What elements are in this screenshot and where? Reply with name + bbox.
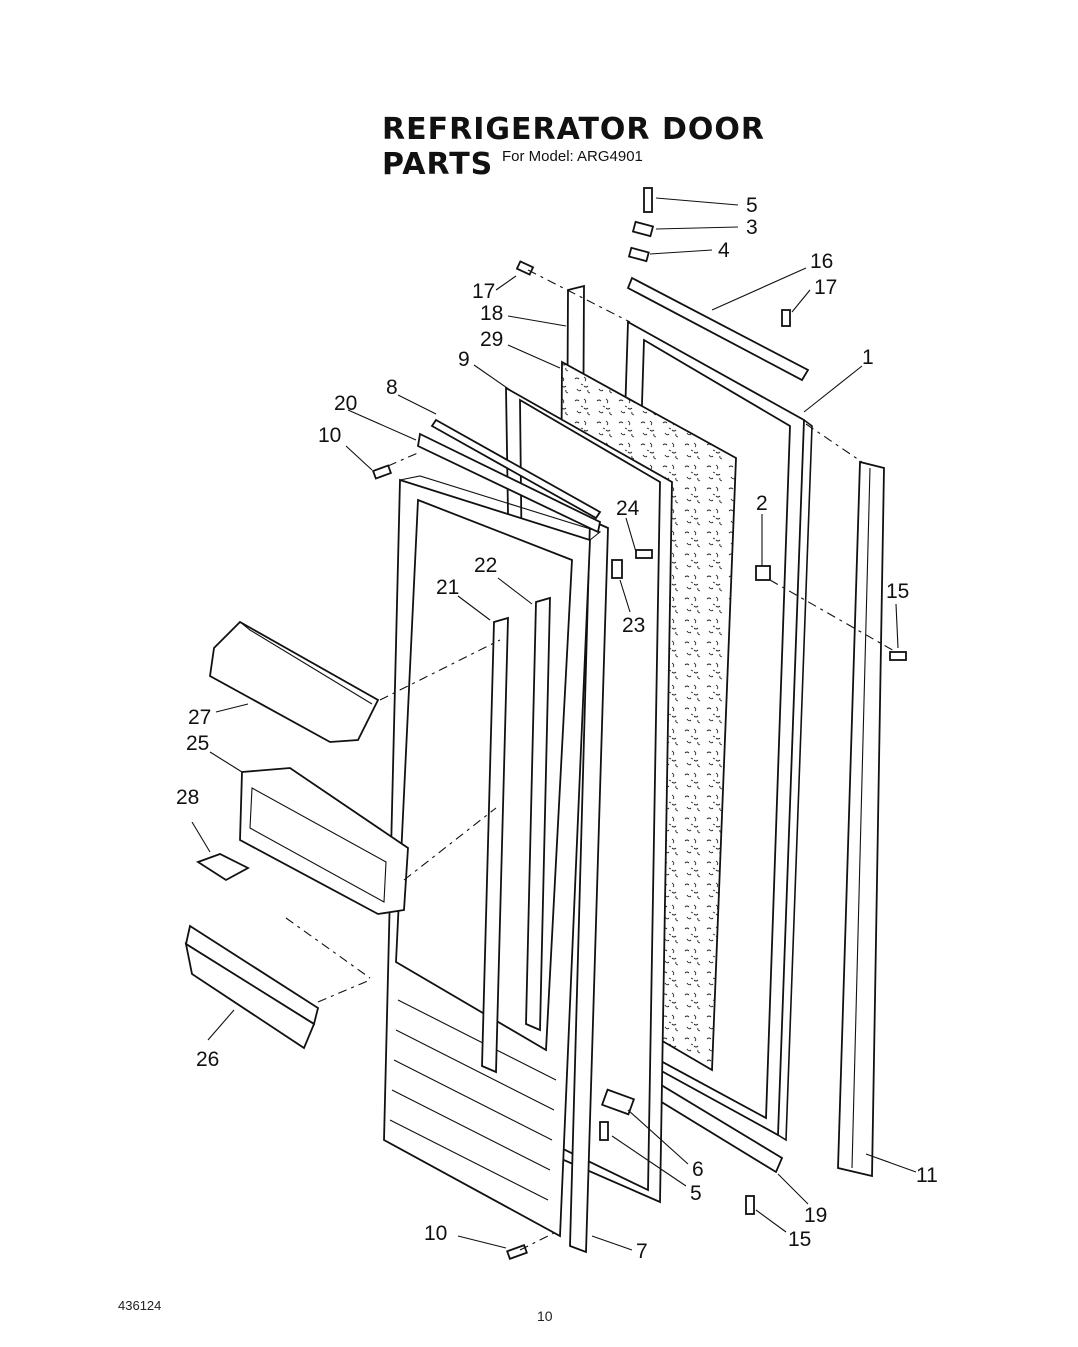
- callout-29: 29: [480, 328, 503, 351]
- callout-18: 18: [480, 302, 503, 325]
- callout-28: 28: [176, 786, 199, 809]
- part-21-shelf-rail: [481, 616, 509, 1074]
- callout-17-right: 17: [814, 276, 837, 299]
- callout-25: 25: [186, 732, 209, 755]
- page-number: 10: [537, 1308, 553, 1324]
- callout-10-lower: 10: [424, 1222, 447, 1245]
- part-17-screw-right: [781, 309, 791, 327]
- callout-19: 19: [804, 1204, 827, 1227]
- part-5-screw-top: [643, 187, 653, 213]
- part-10-screw-lower: [506, 1244, 528, 1260]
- alignment-lines: [285, 269, 897, 1251]
- part-5-screw-bottom: [599, 1121, 609, 1141]
- part-24-screw: [635, 549, 653, 559]
- part-27-door-bin: [209, 620, 380, 743]
- callout-11: 11: [916, 1164, 938, 1187]
- callout-4: 4: [718, 239, 730, 262]
- part-22-shelf-rail: [525, 596, 551, 1032]
- part-2-clip: [755, 565, 771, 581]
- callout-5-bottom: 5: [690, 1182, 702, 1205]
- callout-3: 3: [746, 216, 758, 239]
- leader-lines: [191, 197, 917, 1251]
- callout-1: 1: [862, 346, 874, 369]
- part-3-hinge: [631, 220, 655, 238]
- part-7-breaker-strip: [569, 518, 609, 1254]
- part-10-screw-upper: [371, 464, 393, 480]
- document-number: 436124: [118, 1298, 162, 1313]
- part-23-clip: [611, 559, 623, 579]
- part-4-hinge-shim: [627, 246, 650, 263]
- callout-7: 7: [636, 1240, 648, 1263]
- callout-8: 8: [386, 376, 398, 399]
- part-8-top-cap: [430, 418, 602, 520]
- part-25-dairy-compartment: [239, 767, 409, 915]
- part-20-top-strip: [417, 432, 602, 534]
- part-15-screw-upper: [889, 651, 907, 661]
- callout-17-left: 17: [472, 280, 495, 303]
- page-title: REFRIGERATOR DOOR PARTS: [382, 112, 765, 182]
- part-11-trim-strip: [837, 460, 885, 1178]
- part-17-screw-left: [515, 260, 535, 276]
- callout-15-lower: 15: [788, 1228, 811, 1251]
- callout-16: 16: [810, 250, 833, 273]
- callout-27: 27: [188, 706, 211, 729]
- callout-9: 9: [458, 348, 470, 371]
- callout-5: 5: [746, 194, 758, 217]
- callout-10-upper: 10: [318, 424, 341, 447]
- part-26-lower-trim: [184, 924, 320, 1050]
- callout-2: 2: [756, 492, 768, 515]
- callout-21: 21: [436, 576, 459, 599]
- part-16-top-bracket: [626, 276, 810, 382]
- callout-labels: 5 3 4 16 17 17 18 29 1 9 8 20 10 2 24 22…: [176, 194, 938, 1263]
- model-subtitle: For Model: ARG4901: [502, 148, 643, 165]
- callout-24: 24: [616, 497, 640, 520]
- callout-20: 20: [334, 392, 357, 415]
- part-6-hinge-bracket: [600, 1088, 636, 1116]
- callout-15-upper: 15: [886, 580, 909, 603]
- part-28-tray: [195, 853, 250, 882]
- callout-23: 23: [622, 614, 645, 637]
- callout-26: 26: [196, 1048, 219, 1071]
- callout-6: 6: [692, 1158, 704, 1181]
- part-15-screw-lower: [745, 1195, 755, 1215]
- callout-22: 22: [474, 554, 497, 577]
